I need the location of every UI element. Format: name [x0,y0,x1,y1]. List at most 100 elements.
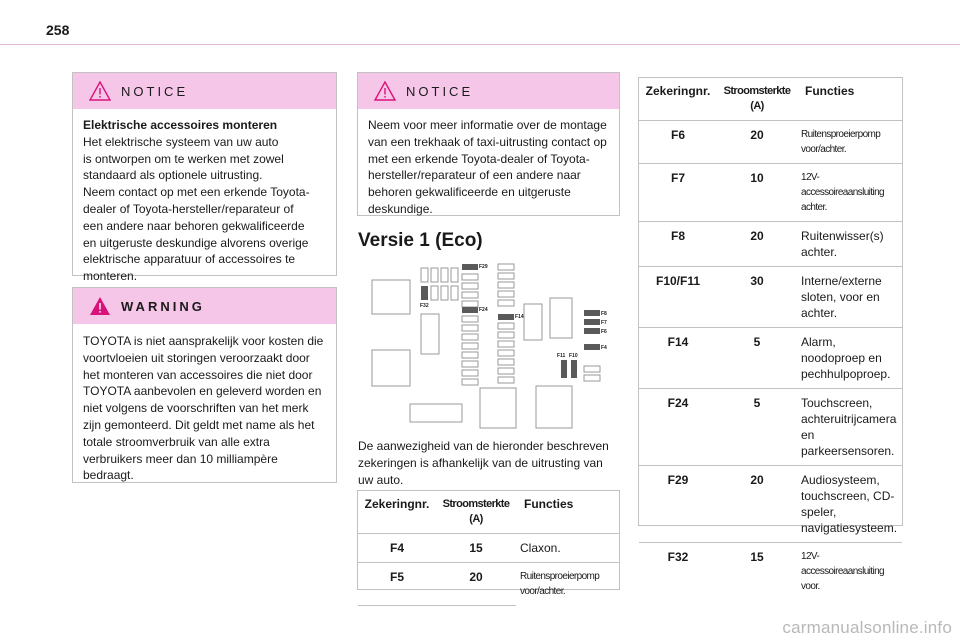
fuse-function: Ruitensproeierpomp voor/achter. [797,120,902,164]
fuse-number: F5 [358,562,436,606]
availability-line: De aanwezigheid van de hieronder beschre… [358,439,609,453]
warning-line: voortvloeien uit storingen veroorzaakt d… [83,350,310,365]
notice-title: NOTICE [406,83,474,99]
fuse-amperage: 30 [717,266,797,328]
warning-line: zijn gemonteerd. Dit geldt met name als … [83,417,315,432]
fuse-label-f24: F24 [479,307,488,313]
fuse-number: F32 [667,550,689,564]
notice-body: Neem voor meer informatie over de montag… [358,109,619,218]
table-row: F4 15 Claxon. [358,533,619,563]
fuse-amperage: 5 [717,327,797,389]
notice-body: Elektrische accessoires monteren Het ele… [73,109,336,285]
availability-line: uw auto. [358,472,404,487]
warning-body: TOYOTA is niet aansprakelijk voor kosten… [73,324,336,484]
header-fuse-number: Zekeringnr. [358,491,436,534]
fuse-number: F6 [639,120,717,164]
table-header-row: Zekeringnr. Stroomsterkte(A) Functies [639,78,902,121]
notice-line: Neem voor meer informatie over de montag… [368,118,607,132]
fuse-label-f32: F32 [420,303,429,309]
top-divider [0,44,960,45]
fuse-number: F24 [639,388,717,466]
warning-line: het monteren van accessoires die niet do… [83,367,313,382]
warning-line: TOYOTA is niet aansprakelijk voor kosten… [83,334,324,348]
notice-line: dealer of Toyota-hersteller/reparateur o… [83,201,294,216]
notice-line: behoren gekwalificeerde en uitgeruste [368,185,571,200]
fuse-amperage: 10 [717,163,797,222]
notice-line: elektrische apparatuur of accessoires te [83,252,296,267]
warning-triangle-filled-icon [89,296,111,316]
fuse-function: Ruitensproeierpomp voor/achter. [520,571,600,597]
fuse-function: Ruitenwisser(s) achter. [797,221,902,267]
fuse-function: Audiosysteem, touchscreen, CD-speler, na… [797,465,902,543]
fuse-box-diagram: F29 F32 F24 F14 F8 F7 F6 F4 F11 F10 [371,263,607,429]
header-functions: Functies [516,491,619,534]
notice-line: standaard als optionele uitrusting. [83,168,263,183]
notice-line: monteren. [83,269,138,284]
fuse-table-2: Zekeringnr. Stroomsterkte(A) Functies F6… [639,78,902,600]
notice-lead: Elektrische accessoires monteren [83,118,278,132]
fuse-amperage: 20 [717,120,797,164]
fuse-function: Alarm, noodoproep en pechhulpoproep. [797,327,902,389]
table-row: F7 10 12V-accessoireaansluiting achter. [639,163,902,222]
fuse-label-f6: F6 [601,329,607,335]
fuse-number: F10/F11 [639,266,717,328]
fuse-amperage: 20 [717,221,797,267]
header-fuse-number: Zekeringnr. [639,78,717,121]
availability-note: De aanwezigheid van de hieronder beschre… [358,438,620,488]
notice-line: hersteller/reparateur of een andere naar [368,168,581,183]
notice-box-accessories: NOTICE Elektrische accessoires monteren … [72,72,337,283]
warning-triangle-icon [89,81,111,101]
fuse-number: F14 [639,327,717,389]
fuse-label-f11: F11 [557,353,566,359]
fuse-amperage: 20 [436,562,516,606]
notice-line: met een erkende Toyota-dealer of Toyota- [368,151,590,166]
notice-line: Het elektrische systeem van uw auto [83,134,279,149]
fuse-function: 12V-accessoireaansluiting voor. [801,551,885,592]
warning-line: niet volgens de voorschriften van het me… [83,401,309,416]
header-amperage: Stroomsterkte(A) [717,78,797,121]
fuse-number: F4 [358,533,436,563]
notice-line: en uitgeruste deskundige alvorens overig… [83,235,309,250]
warning-line: bedraagt. [83,468,134,483]
table-row: F5 20 Ruitensproeierpomp voor/achter. [358,562,619,606]
warning-title: WARNING [121,298,205,314]
fuse-number: F7 [639,163,717,222]
notice-line: Neem contact op met een erkende Toyota- [83,185,310,200]
table-header-row: Zekeringnr. Stroomsterkte(A) Functies [358,491,619,534]
section-title: Versie 1 (Eco) [358,230,483,251]
warning-banner: WARNING [73,288,336,324]
table-row: F8 20 Ruitenwisser(s) achter. [639,221,902,267]
header-functions: Functies [797,78,902,121]
table-row: F29 20 Audiosysteem, touchscreen, CD-spe… [639,465,902,543]
warning-line: totale stroomverbruik van alle extra [83,434,270,449]
fuse-function: 12V-accessoireaansluiting achter. [797,163,902,222]
fuse-label-f29: F29 [479,264,488,270]
page-number: 258 [46,22,70,38]
notice-banner: NOTICE [73,73,336,109]
notice-banner: NOTICE [358,73,619,109]
fuse-label-f4: F4 [601,345,607,351]
table-row: F6 20 Ruitensproeierpomp voor/achter. [639,120,902,164]
notice-line: van een trekhaak of taxi-uitrusting cont… [368,134,607,149]
fuse-function: Interne/externe sloten, voor en achter. [797,266,902,328]
watermark-text: carmanualsonline.info [782,618,952,637]
table-row: F14 5 Alarm, noodoproep en pechhulpoproe… [639,327,902,389]
fuse-number: F8 [639,221,717,267]
table-row: F24 5 Touchscreen, achteruitrijcamera en… [639,388,902,466]
warning-line: verbruikers meer dan 10 milliampère [83,451,278,466]
fuse-function: Claxon. [516,533,619,563]
fuse-label-f10: F10 [569,353,578,359]
fuse-amperage: 5 [717,388,797,466]
fuse-amperage: 15 [436,533,516,563]
notice-box-towbar: NOTICE Neem voor meer informatie over de… [357,72,620,216]
warning-triangle-icon [374,81,396,101]
fuse-label-f8: F8 [601,311,607,317]
notice-line: een andere naar behoren gekwalificeerde [83,218,305,233]
fuse-number: F29 [639,465,717,543]
notice-title: NOTICE [121,83,189,99]
fuse-label-f7: F7 [601,320,607,326]
table-row: F32 15 12V-accessoireaansluiting voor. [639,543,902,601]
notice-line: deskundige. [368,201,433,216]
fuse-amperage: 20 [717,465,797,543]
warning-box: WARNING TOYOTA is niet aansprakelijk voo… [72,287,337,483]
